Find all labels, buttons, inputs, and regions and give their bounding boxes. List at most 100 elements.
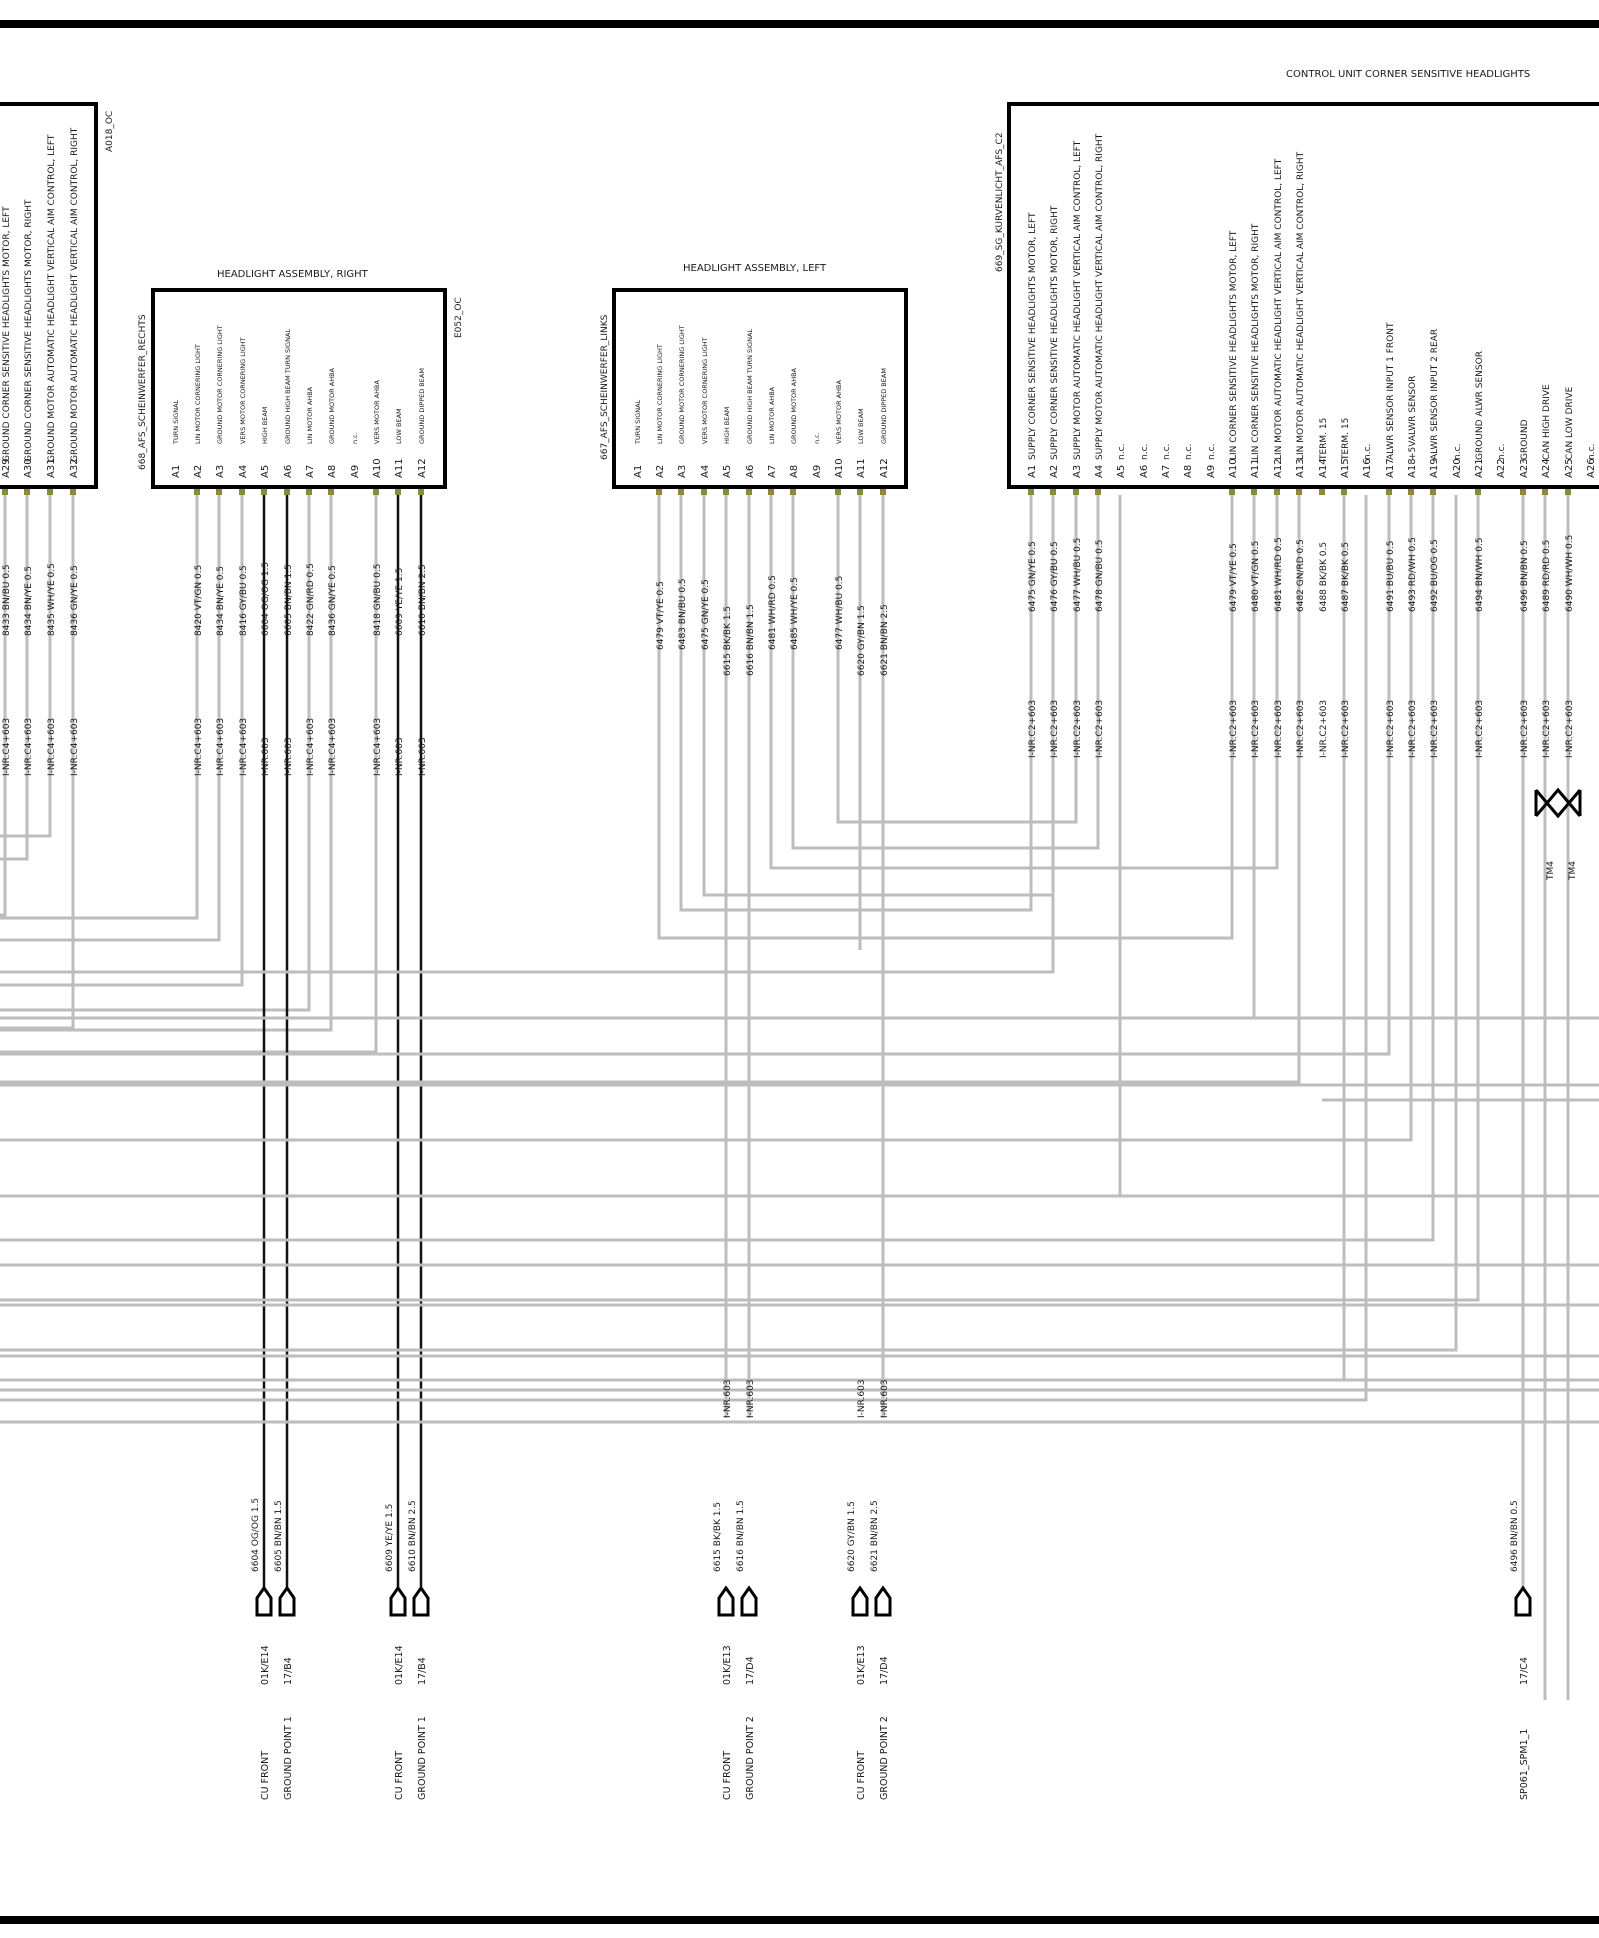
pin-function-hl-A2: LIN MOTOR CORNERING LIGHT — [656, 344, 664, 444]
wire-label-hr-A12: 6610 BN/BN 2.5 — [418, 564, 428, 636]
pin-function-cu-A23: GROUND — [1520, 419, 1530, 460]
connector-label-cu-A12: I-NR.C2+603 — [1274, 700, 1284, 758]
pin-function-hl-A6: GROUND HIGH BEAM TURN SIGNAL — [746, 329, 754, 444]
wire-label-cu-A23: 6496 BN/BN 0.5 — [1520, 540, 1530, 612]
left-partial-box — [0, 102, 98, 489]
pin-label-hl-A4: A4 — [700, 465, 711, 478]
pin-function-cu-A10: LIN CORNER SENSITIVE HEADLIGHTS MOTOR, L… — [1229, 230, 1239, 460]
wire-label-hr-A10: 8418 GN/BU 0.5 — [373, 564, 383, 636]
wire-cu-long-10 — [0, 495, 1480, 1302]
wire-label-left-A31: 8435 WH/YE 0.5 — [47, 563, 57, 636]
pin-marker-cu-A14 — [1319, 487, 1325, 495]
wire-label-hr-A5: 6604 OG/OG 1.5 — [261, 562, 271, 636]
pin-label-cu-A2: A2 — [1049, 465, 1060, 478]
pin-function-hr-A2: LIN MOTOR CORNERING LIGHT — [194, 344, 202, 444]
pin-function-hr-A6: GROUND HIGH BEAM TURN SIGNAL — [284, 329, 292, 444]
pin-label-hl-A5: A5 — [722, 465, 733, 478]
pin-marker-left-A32 — [70, 487, 76, 495]
wire-cu-long-3 — [0, 495, 1122, 1198]
pin-function-cu-A9: n.c. — [1207, 444, 1217, 460]
wire-label-cu-A21: 6494 BN/WH 0.5 — [1475, 537, 1485, 612]
wire-label-hr-A11: 6609 YE/YE 1.5 — [395, 568, 405, 636]
ground-wire-label-3: 6610 BN/BN 2.5 — [408, 1500, 418, 1572]
pin-label-left-A31: A31 — [46, 458, 57, 478]
pin-label-cu-A5: A5 — [1116, 465, 1127, 478]
pin-function-cu-A14: TERM. 15 — [1319, 418, 1329, 461]
wire-label-left-A32: 8436 GN/YE 0.5 — [70, 565, 80, 636]
pin-label-hl-A9: A9 — [812, 465, 823, 478]
pin-label-cu-A1: A1 — [1027, 465, 1038, 478]
wire-label-cu-A4: 6478 GN/BU 0.5 — [1095, 540, 1105, 612]
pin-label-hl-A6: A6 — [745, 465, 756, 478]
wire-label-hr-A8: 8436 GN/YE 0.5 — [328, 565, 338, 636]
pin-marker-hl-A2 — [656, 487, 662, 495]
connector-label-cu-A1: I-NR.C2+603 — [1028, 700, 1038, 758]
ground-wire-label-0: 6604 OG/OG 1.5 — [251, 1498, 261, 1572]
pin-marker-hr-A6 — [284, 487, 290, 495]
pin-function-left-A32: GROUND MOTOR AUTOMATIC HEADLIGHT VERTICA… — [70, 127, 80, 462]
ground-label-0: CU FRONT — [260, 1751, 271, 1800]
ground-terminal-icon — [717, 1585, 735, 1617]
ground-terminal-icon — [740, 1585, 758, 1617]
wire-cu-long-5 — [0, 495, 1368, 1402]
ground-label-5: GROUND POINT 2 — [745, 1716, 756, 1800]
pin-function-cu-A21: GROUND ALWR SENSOR — [1475, 351, 1485, 460]
pin-function-cu-A6: n.c. — [1140, 444, 1150, 460]
wire-cu-long-2 — [0, 495, 1301, 1084]
pin-marker-cu-A4 — [1095, 487, 1101, 495]
connector-label-left-A32: I-NR.C4+603 — [70, 718, 80, 776]
labels: CONTROL UNIT CORNER SENSITIVE HEADLIGHTS… — [105, 69, 1530, 470]
ground-label-6: CU FRONT — [856, 1751, 867, 1800]
pin-label-cu-A25: A25 — [1564, 458, 1575, 478]
pin-label-hr-A9: A9 — [350, 465, 361, 478]
ground-label-2: CU FRONT — [394, 1751, 405, 1800]
wire-label-cu-A11: 6480 VT/GN 0.5 — [1251, 541, 1261, 612]
pin-function-cu-A1: SUPPLY CORNER SENSITIVE HEADLIGHTS MOTOR… — [1028, 212, 1038, 460]
pin-function-cu-A18: +5VALWR SENSOR — [1408, 376, 1418, 460]
connector-label-hr-A2: I-NR.C4+603 — [194, 718, 204, 776]
pin-label-hr-A2: A2 — [193, 465, 204, 478]
pin-function-cu-A16: n.c. — [1363, 444, 1373, 460]
connector-label-left-A29: I-NR.C4+603 — [2, 718, 12, 776]
connector-label-cu-A10: I-NR.C2+603 — [1229, 700, 1239, 758]
ground-wire-label-2: 6609 YE/YE 1.5 — [385, 1504, 395, 1572]
mid-connector-label-0: I-NR.603 — [723, 1379, 733, 1418]
ground-terminal-icon — [1514, 1585, 1532, 1617]
pin-function-hl-A7: LIN MOTOR AHBA — [768, 386, 776, 444]
wire-label-left-A30: 8434 BN/YE 0.5 — [24, 566, 34, 636]
pin-marker-left-A29 — [2, 487, 8, 495]
pin-marker-cu-A25 — [1565, 487, 1571, 495]
pin-marker-left-A31 — [47, 487, 53, 495]
pin-label-cu-A17: A17 — [1385, 458, 1396, 478]
connector-label-cu-A15: I-NR.C2+603 — [1341, 700, 1351, 758]
wire-label-hl-A2: 6479 VT/YE 0.5 — [656, 581, 666, 650]
ground-label-8: SP061_SPM1_1 — [1519, 1729, 1530, 1800]
connector-label-hr-A6: I-NR.603 — [284, 737, 294, 776]
ground-wire-label-4: 6615 BK/BK 1.5 — [713, 1502, 723, 1572]
connector-label-cu-A11: I-NR.C2+603 — [1251, 700, 1261, 758]
wire-left-A29 — [0, 495, 7, 917]
pin-function-hl-A11: LOW BEAM — [857, 408, 865, 444]
wire-label-hl-A4: 6475 GN/YE 0.5 — [701, 579, 711, 650]
pin-label-cu-A4: A4 — [1094, 465, 1105, 478]
pin-marker-cu-A10 — [1229, 487, 1235, 495]
connector-label-cu-A24: I-NR.C2+603 — [1542, 700, 1552, 758]
wire-label-cu-A15: 6487 BK/BK 0.5 — [1341, 542, 1351, 612]
pin-function-cu-A13: LIN MOTOR AUTOMATIC HEADLIGHT VERTICAL A… — [1296, 151, 1306, 460]
pin-function-hl-A1: TURN SIGNAL — [634, 399, 642, 445]
pin-function-hr-A9: n.c. — [351, 432, 359, 444]
pin-function-cu-A22: n.c. — [1497, 444, 1507, 460]
pin-marker-cu-A11 — [1251, 487, 1257, 495]
connector-label-cu-A25: I-NR.C2+603 — [1565, 700, 1575, 758]
connector-label-left-A30: I-NR.C4+603 — [24, 718, 34, 776]
pin-label-cu-A19: A19 — [1429, 458, 1440, 478]
pin-function-cu-A3: SUPPLY MOTOR AUTOMATIC HEADLIGHT VERTICA… — [1073, 140, 1083, 460]
pin-marker-hl-A3 — [678, 487, 684, 495]
ground-pin-label-4: 01K/E13 — [722, 1645, 733, 1685]
wire-label-hl-A10: 6477 WH/BU 0.5 — [835, 576, 845, 650]
pin-label-left-A29: A29 — [1, 458, 12, 478]
wire-label-hl-A11: 6620 GY/BN 1.5 — [857, 605, 867, 676]
twisted-pair-icon — [1534, 787, 1582, 819]
wires — [0, 487, 1599, 1700]
pin-marker-left-A30 — [24, 487, 30, 495]
